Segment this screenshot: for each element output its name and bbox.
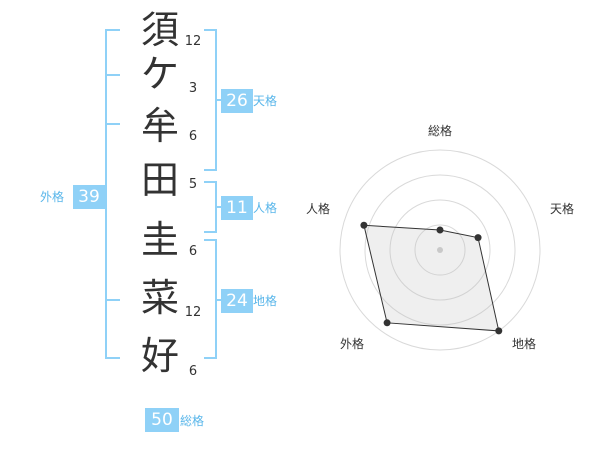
stroke-count-4: 5 — [188, 177, 198, 192]
jinkaku-value: 11 — [221, 196, 253, 220]
radar-point-2 — [474, 234, 482, 242]
name-char-2: ケ — [140, 52, 179, 96]
radar-label-gaikaku: 外格 — [339, 337, 364, 351]
chikaku-label: 地格 — [253, 294, 278, 308]
soukaku-value: 50 — [145, 408, 179, 432]
tenkaku-value: 26 — [221, 89, 253, 113]
radar-ring-1 — [414, 224, 466, 276]
radar-point-4 — [383, 319, 391, 327]
name-char-3: 牟 — [140, 104, 179, 148]
gaikaku-value: 39 — [73, 185, 105, 209]
name-char-1: 須 — [140, 8, 179, 52]
radar-point-5 — [360, 221, 368, 229]
soukaku-label: 総格 — [180, 414, 205, 428]
radar-label-jinkaku: 人格 — [305, 202, 330, 216]
radar-center — [437, 247, 443, 253]
radar-point-3 — [495, 327, 503, 335]
radar-ring-4 — [339, 149, 541, 351]
radar-point-1 — [436, 226, 444, 234]
radar-label-tenkaku: 天格 — [549, 202, 574, 216]
name-char-6: 菜 — [140, 276, 179, 320]
chikaku-value: 24 — [221, 289, 253, 313]
gaikaku-bracket — [105, 29, 120, 359]
stroke-count-5: 6 — [188, 244, 198, 259]
stroke-count-1: 12 — [184, 34, 202, 49]
radar-ring-3 — [364, 174, 516, 326]
stroke-count-2: 3 — [188, 81, 198, 96]
stroke-count-7: 6 — [188, 364, 198, 379]
name-char-7: 好 — [140, 334, 179, 378]
radar-label-soukaku: 総格 — [427, 124, 452, 138]
jinkaku-label: 人格 — [253, 201, 278, 215]
gaikaku-label: 外格 — [40, 190, 65, 204]
name-char-4: 田 — [140, 158, 179, 202]
stroke-count-3: 6 — [188, 129, 198, 144]
name-char-5: 圭 — [140, 218, 179, 262]
radar-ring-2 — [389, 199, 491, 301]
stroke-count-6: 12 — [184, 305, 202, 320]
radar-polygon — [363, 224, 500, 332]
radar-label-chikaku: 地格 — [511, 337, 536, 351]
tenkaku-label: 天格 — [253, 94, 278, 108]
